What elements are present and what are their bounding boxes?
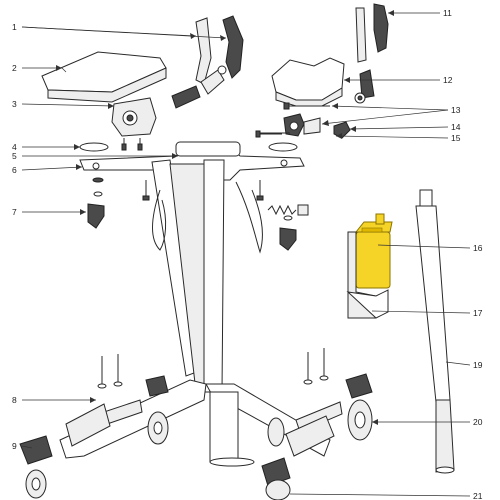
caster-front-left (19, 435, 53, 499)
label-15: 15 (451, 133, 461, 143)
base-bolts (97, 348, 329, 389)
part-lever-right (279, 215, 297, 251)
part-seat-clamp (260, 102, 351, 139)
label-14: 14 (451, 122, 461, 132)
fasteners-top (92, 130, 309, 216)
part-seat-pad (271, 57, 345, 107)
label-4: 4 (12, 142, 17, 152)
caster-front-right (261, 457, 291, 500)
label-19: 19 (473, 360, 483, 370)
part-battery-highlighted (354, 213, 393, 289)
caster-mid-left (145, 375, 169, 445)
label-1: 1 (12, 22, 17, 32)
label-13: 13 (451, 105, 461, 115)
part-central-column (151, 159, 263, 393)
label-8: 8 (12, 395, 17, 405)
label-20: 20 (473, 417, 483, 427)
label-21: 21 (473, 491, 483, 500)
part-handle-grip (171, 15, 244, 109)
label-17: 17 (473, 308, 483, 318)
label-11: 11 (443, 8, 452, 18)
label-9: 9 (12, 441, 17, 451)
part-handle-right (354, 3, 389, 104)
part-washer-left (79, 142, 109, 152)
label-7: 7 (12, 207, 17, 217)
part-armrest-pad (41, 51, 167, 103)
part-lever-left (87, 191, 105, 229)
part-base-frame (59, 379, 343, 467)
label-5: 5 (12, 151, 17, 161)
leader-lines (21, 10, 471, 497)
part-washer-right (268, 142, 298, 152)
part-arm-clamp (111, 97, 157, 151)
label-16: 16 (473, 243, 483, 253)
part-telescopic-pole (415, 189, 455, 474)
label-3: 3 (12, 99, 17, 109)
caster-rear-right (345, 373, 373, 441)
part-number-labels: 1 2 3 4 5 6 7 8 9 11 12 13 14 15 16 17 1… (12, 8, 483, 500)
label-2: 2 (12, 63, 17, 73)
label-6: 6 (12, 165, 17, 175)
caster-mid-right (267, 417, 285, 447)
label-12: 12 (443, 75, 453, 85)
